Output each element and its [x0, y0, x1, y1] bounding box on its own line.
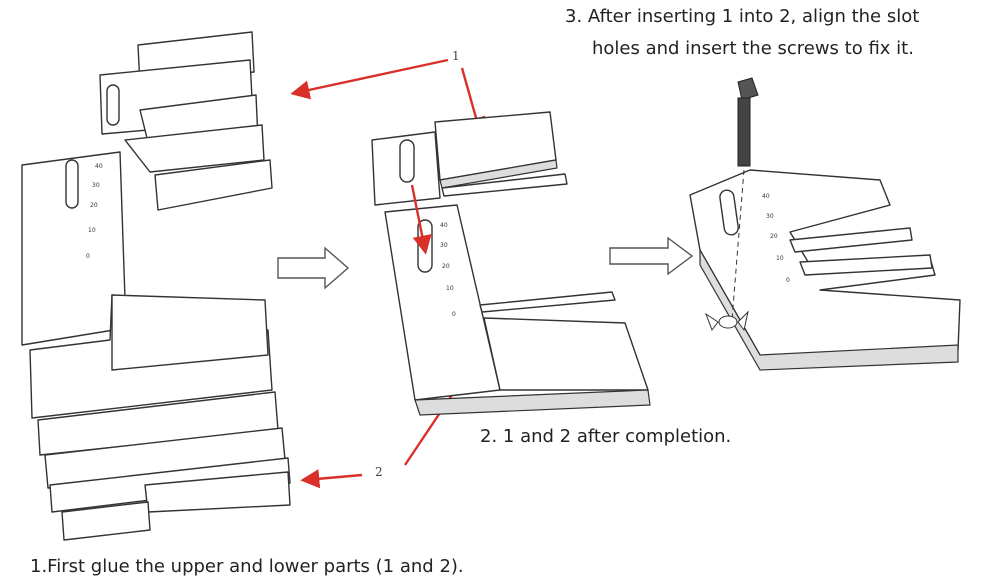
svg-text:20: 20 [442, 263, 450, 270]
part-2-layers [29, 294, 291, 541]
svg-text:20: 20 [770, 233, 778, 240]
svg-text:20: 20 [90, 202, 98, 209]
right-assembly: 40 30 20 10 0 [689, 169, 961, 371]
svg-text:0: 0 [452, 311, 456, 318]
svg-text:30: 30 [440, 242, 448, 249]
arrow-to-part-1-left [290, 58, 449, 100]
svg-text:40: 40 [95, 163, 103, 170]
svg-text:10: 10 [88, 227, 96, 234]
middle-assembly: 40 30 20 10 0 [371, 111, 651, 416]
step-3-caption-line-2: holes and insert the screws to fix it. [592, 38, 914, 59]
step-3-caption-line-1: 3. After inserting 1 into 2, align the s… [565, 6, 920, 27]
step-1-caption: 1.First glue the upper and lower parts (… [30, 556, 464, 577]
svg-text:10: 10 [776, 255, 784, 262]
svg-text:30: 30 [766, 213, 774, 220]
wing-nut-icon [704, 310, 749, 332]
svg-text:30: 30 [92, 182, 100, 189]
svg-text:0: 0 [786, 277, 790, 284]
step-2-caption: 2. 1 and 2 after completion. [480, 426, 732, 447]
svg-text:0: 0 [86, 253, 90, 260]
next-step-arrow-1 [277, 246, 350, 290]
arrow-to-part-2-left [300, 469, 363, 489]
part-2-label: 2 [375, 465, 383, 479]
next-step-arrow-2 [609, 236, 694, 276]
svg-text:40: 40 [440, 222, 448, 229]
screw-icon [731, 77, 759, 321]
svg-text:10: 10 [446, 285, 454, 292]
svg-text:40: 40 [762, 193, 770, 200]
part-1-layers [99, 31, 273, 211]
part-1-label: 1 [452, 49, 460, 63]
